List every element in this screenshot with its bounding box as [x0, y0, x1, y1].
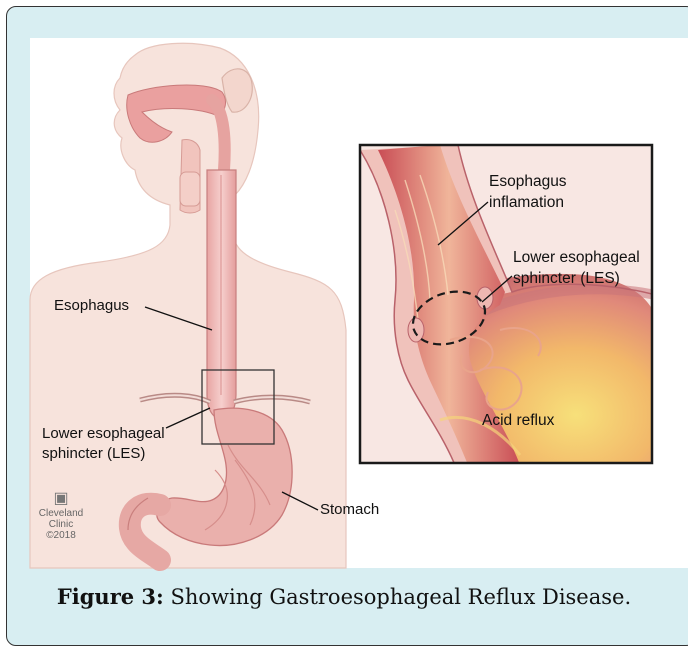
- label-les-inset-line2: sphincter (LES): [513, 268, 620, 289]
- figure-caption: Figure 3: Showing Gastroesophageal Reflu…: [0, 584, 688, 609]
- label-acid-reflux: Acid reflux: [482, 410, 554, 431]
- caption-text: Showing Gastroesophageal Reflux Disease.: [164, 585, 631, 609]
- cleveland-clinic-logo-icon: ▣: [36, 490, 86, 508]
- logo-name-line1: Cleveland: [36, 508, 86, 519]
- label-les-inset-line1: Lower esophageal: [513, 247, 640, 268]
- label-les-main-line2: sphincter (LES): [42, 444, 145, 463]
- logo-copyright: ©2018: [36, 530, 86, 541]
- label-inflammation-line1: Esophagus: [489, 171, 567, 192]
- cleveland-clinic-logo: ▣ Cleveland Clinic ©2018: [36, 490, 86, 541]
- esophagus-illustration: [207, 170, 236, 416]
- label-stomach: Stomach: [320, 500, 379, 519]
- logo-name-line2: Clinic: [36, 519, 86, 530]
- label-inflammation-line2: inflamation: [489, 192, 564, 213]
- caption-prefix: Figure 3:: [57, 584, 164, 609]
- label-les-main-line1: Lower esophageal: [42, 424, 165, 443]
- label-esophagus: Esophagus: [54, 296, 129, 315]
